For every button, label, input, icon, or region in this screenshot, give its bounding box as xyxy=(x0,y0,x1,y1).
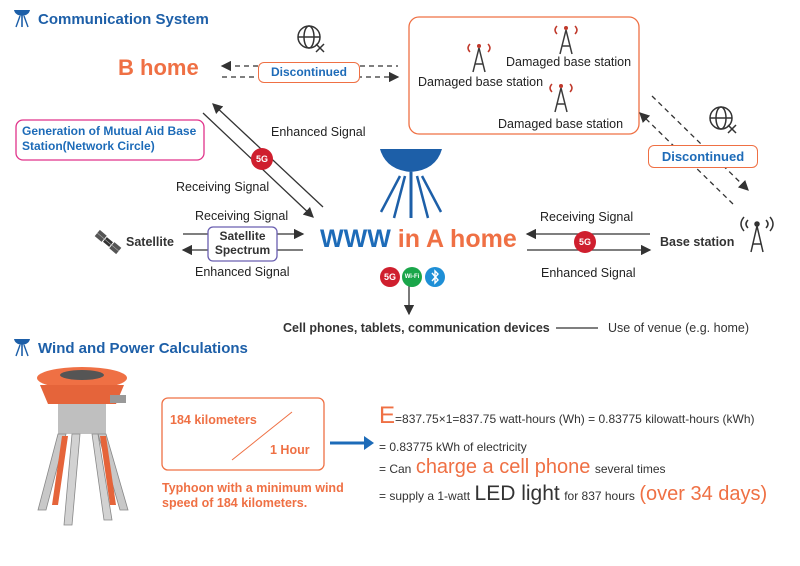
energy-line-4: = supply a 1-watt LED light for 837 hour… xyxy=(379,482,767,506)
charge-phone-highlight: charge a cell phone xyxy=(415,456,591,478)
result-arrow-head xyxy=(364,436,374,450)
energy-line-1: E=837.75×1=837.75 watt-hours (Wh) = 0.83… xyxy=(379,402,755,430)
mutual-aid-box xyxy=(15,119,205,161)
damaged-tower-icon xyxy=(467,43,491,73)
5g-badge: 5G xyxy=(251,148,273,170)
discontinued-badge-left: Discontinued xyxy=(258,62,360,83)
antenna-tower-icon xyxy=(12,8,32,28)
satellite-spectrum-box xyxy=(207,226,278,262)
venue-label: Use of venue (e.g. home) xyxy=(608,321,750,335)
energy-line-3-suffix: several times xyxy=(594,462,666,476)
energy-line-3-prefix: = Can xyxy=(379,462,412,476)
a-home-label: in A home xyxy=(397,225,517,253)
satellite-label: Satellite xyxy=(126,235,174,249)
discontinued-badge-right: Discontinued xyxy=(648,145,758,168)
energy-line-2: = 0.83775 kWh of electricity xyxy=(379,440,527,454)
devices-label: Cell phones, tablets, communication devi… xyxy=(283,321,550,335)
led-light-highlight: LED light xyxy=(474,482,560,505)
satellite-spectrum-label: Satellite Spectrum xyxy=(214,229,271,257)
antenna-tower-icon xyxy=(379,149,443,219)
damaged-station-label: Damaged base station xyxy=(498,117,624,131)
b-home-label: B home xyxy=(118,55,199,80)
mutual-aid-label: Generation of Mutual Aid Base Station(Ne… xyxy=(22,124,197,153)
wind-distance-label: 184 kilometers xyxy=(170,413,257,427)
globe-disconnected-icon xyxy=(709,106,737,134)
base-station-icon xyxy=(740,216,774,253)
signal-label-enhanced-diag: Enhanced Signal xyxy=(271,125,366,139)
energy-formula: =837.75×1=837.75 watt-hours (Wh) = 0.837… xyxy=(395,412,755,426)
wind-box xyxy=(161,397,325,471)
damaged-station-label: Damaged base station xyxy=(418,75,544,89)
base-station-label: Base station xyxy=(660,235,735,249)
5g-badge: 5G xyxy=(574,231,596,253)
energy-line-4-prefix: = supply a 1-watt xyxy=(379,489,471,503)
signal-label-receiving-diag: Receiving Signal xyxy=(176,180,270,194)
wind-turbine-device xyxy=(37,367,129,526)
damaged-tower-icon xyxy=(549,83,573,113)
wind-caption: Typhoon with a minimum wind speed of 184… xyxy=(162,481,344,510)
antenna-tower-icon xyxy=(12,337,32,357)
energy-symbol: E xyxy=(379,402,396,429)
5g-badge: 5G xyxy=(380,267,400,287)
energy-line-3: = Can charge a cell phone several times xyxy=(379,456,666,479)
damaged-tower-icon xyxy=(554,25,578,55)
wifi-icon: Wi-Fi xyxy=(402,267,422,287)
section-title-communication: Communication System xyxy=(38,11,209,28)
wind-time-label: 1 Hour xyxy=(270,443,310,457)
a-home-title: WWW in A home xyxy=(320,225,517,254)
days-highlight: (over 34 days) xyxy=(639,483,768,505)
section-title-wind: Wind and Power Calculations xyxy=(38,340,248,357)
wind-box-divider xyxy=(231,411,293,461)
www-label: WWW xyxy=(320,225,391,253)
signal-label-right-receiving: Receiving Signal xyxy=(540,210,634,224)
damaged-stations-box xyxy=(408,16,640,135)
bluetooth-icon xyxy=(425,267,445,287)
signal-label-left-receiving: Receiving Signal xyxy=(195,209,289,223)
globe-disconnected-icon xyxy=(297,25,325,53)
signal-label-left-enhanced: Enhanced Signal xyxy=(195,265,290,279)
signal-label-right-enhanced: Enhanced Signal xyxy=(541,266,636,280)
energy-line-4-hours: for 837 hours xyxy=(564,489,635,503)
damaged-station-label: Damaged base station xyxy=(506,55,632,69)
satellite-icon xyxy=(94,229,122,255)
dashed-arrow-to-base xyxy=(651,95,749,191)
